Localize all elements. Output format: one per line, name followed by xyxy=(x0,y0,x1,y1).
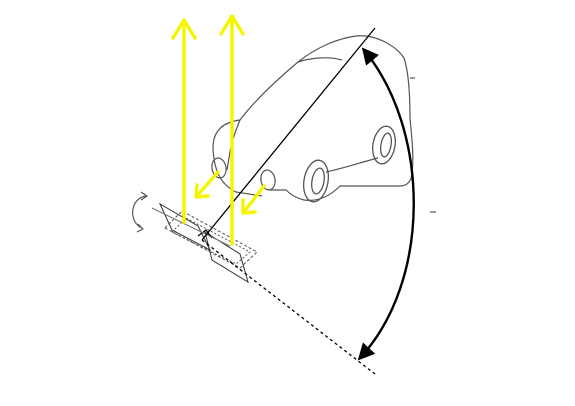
light-ray-reflected-left xyxy=(194,170,220,199)
sensor-box-dashed xyxy=(164,210,258,269)
angle-arc-arrow xyxy=(357,47,415,361)
car-side-line xyxy=(325,157,379,173)
sensor-center-mark xyxy=(197,229,213,239)
headlights xyxy=(211,157,276,191)
wheels xyxy=(302,125,396,203)
sensor-unit xyxy=(158,202,258,284)
reference-line-dashed xyxy=(201,239,376,375)
headlight-right xyxy=(260,169,276,191)
light-rays-reflected xyxy=(194,170,266,215)
light-rays-up xyxy=(171,14,245,246)
sensor-panel-right xyxy=(204,230,249,284)
sight-line-solid xyxy=(201,27,376,241)
light-ray-reflected-right xyxy=(241,184,266,215)
car-roof-line xyxy=(297,57,343,63)
wheel-front xyxy=(302,159,330,203)
car-body xyxy=(212,35,414,201)
light-ray-up-right xyxy=(219,14,245,246)
car-front-lower xyxy=(212,147,263,197)
headlight-left xyxy=(211,157,227,179)
rotation-arrow-icon xyxy=(132,191,148,233)
light-ray-up-left xyxy=(171,18,197,224)
rotation-axis-line xyxy=(151,207,231,247)
